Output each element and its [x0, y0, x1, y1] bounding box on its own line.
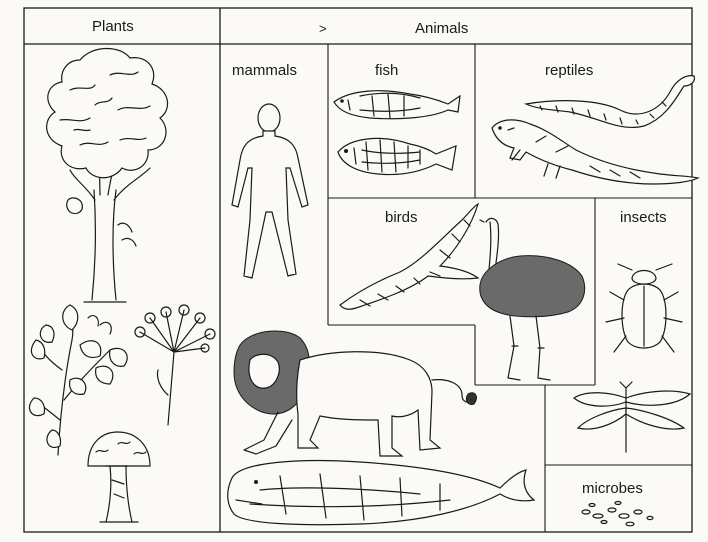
arrow-marker: > — [319, 21, 327, 36]
mammals-label: mammals — [232, 62, 297, 79]
whale-icon — [228, 461, 534, 525]
birds-label: birds — [385, 209, 418, 226]
reptiles-label: reptiles — [545, 62, 593, 79]
lion-icon — [234, 331, 476, 456]
reptile-icon — [492, 76, 698, 184]
fish-label: fish — [375, 62, 398, 79]
umbellifer-flower-icon — [135, 305, 215, 425]
microbes-label: microbes — [582, 480, 643, 497]
mushroom-icon — [88, 432, 150, 522]
plants-header: Plants — [92, 18, 134, 35]
insect-icon — [574, 264, 690, 452]
fish-icon — [334, 91, 460, 175]
tree-icon — [47, 48, 168, 302]
animals-header: Animals — [415, 20, 468, 37]
microbe-icon — [582, 502, 653, 526]
human-figure-icon — [232, 104, 308, 278]
insects-label: insects — [620, 209, 667, 226]
